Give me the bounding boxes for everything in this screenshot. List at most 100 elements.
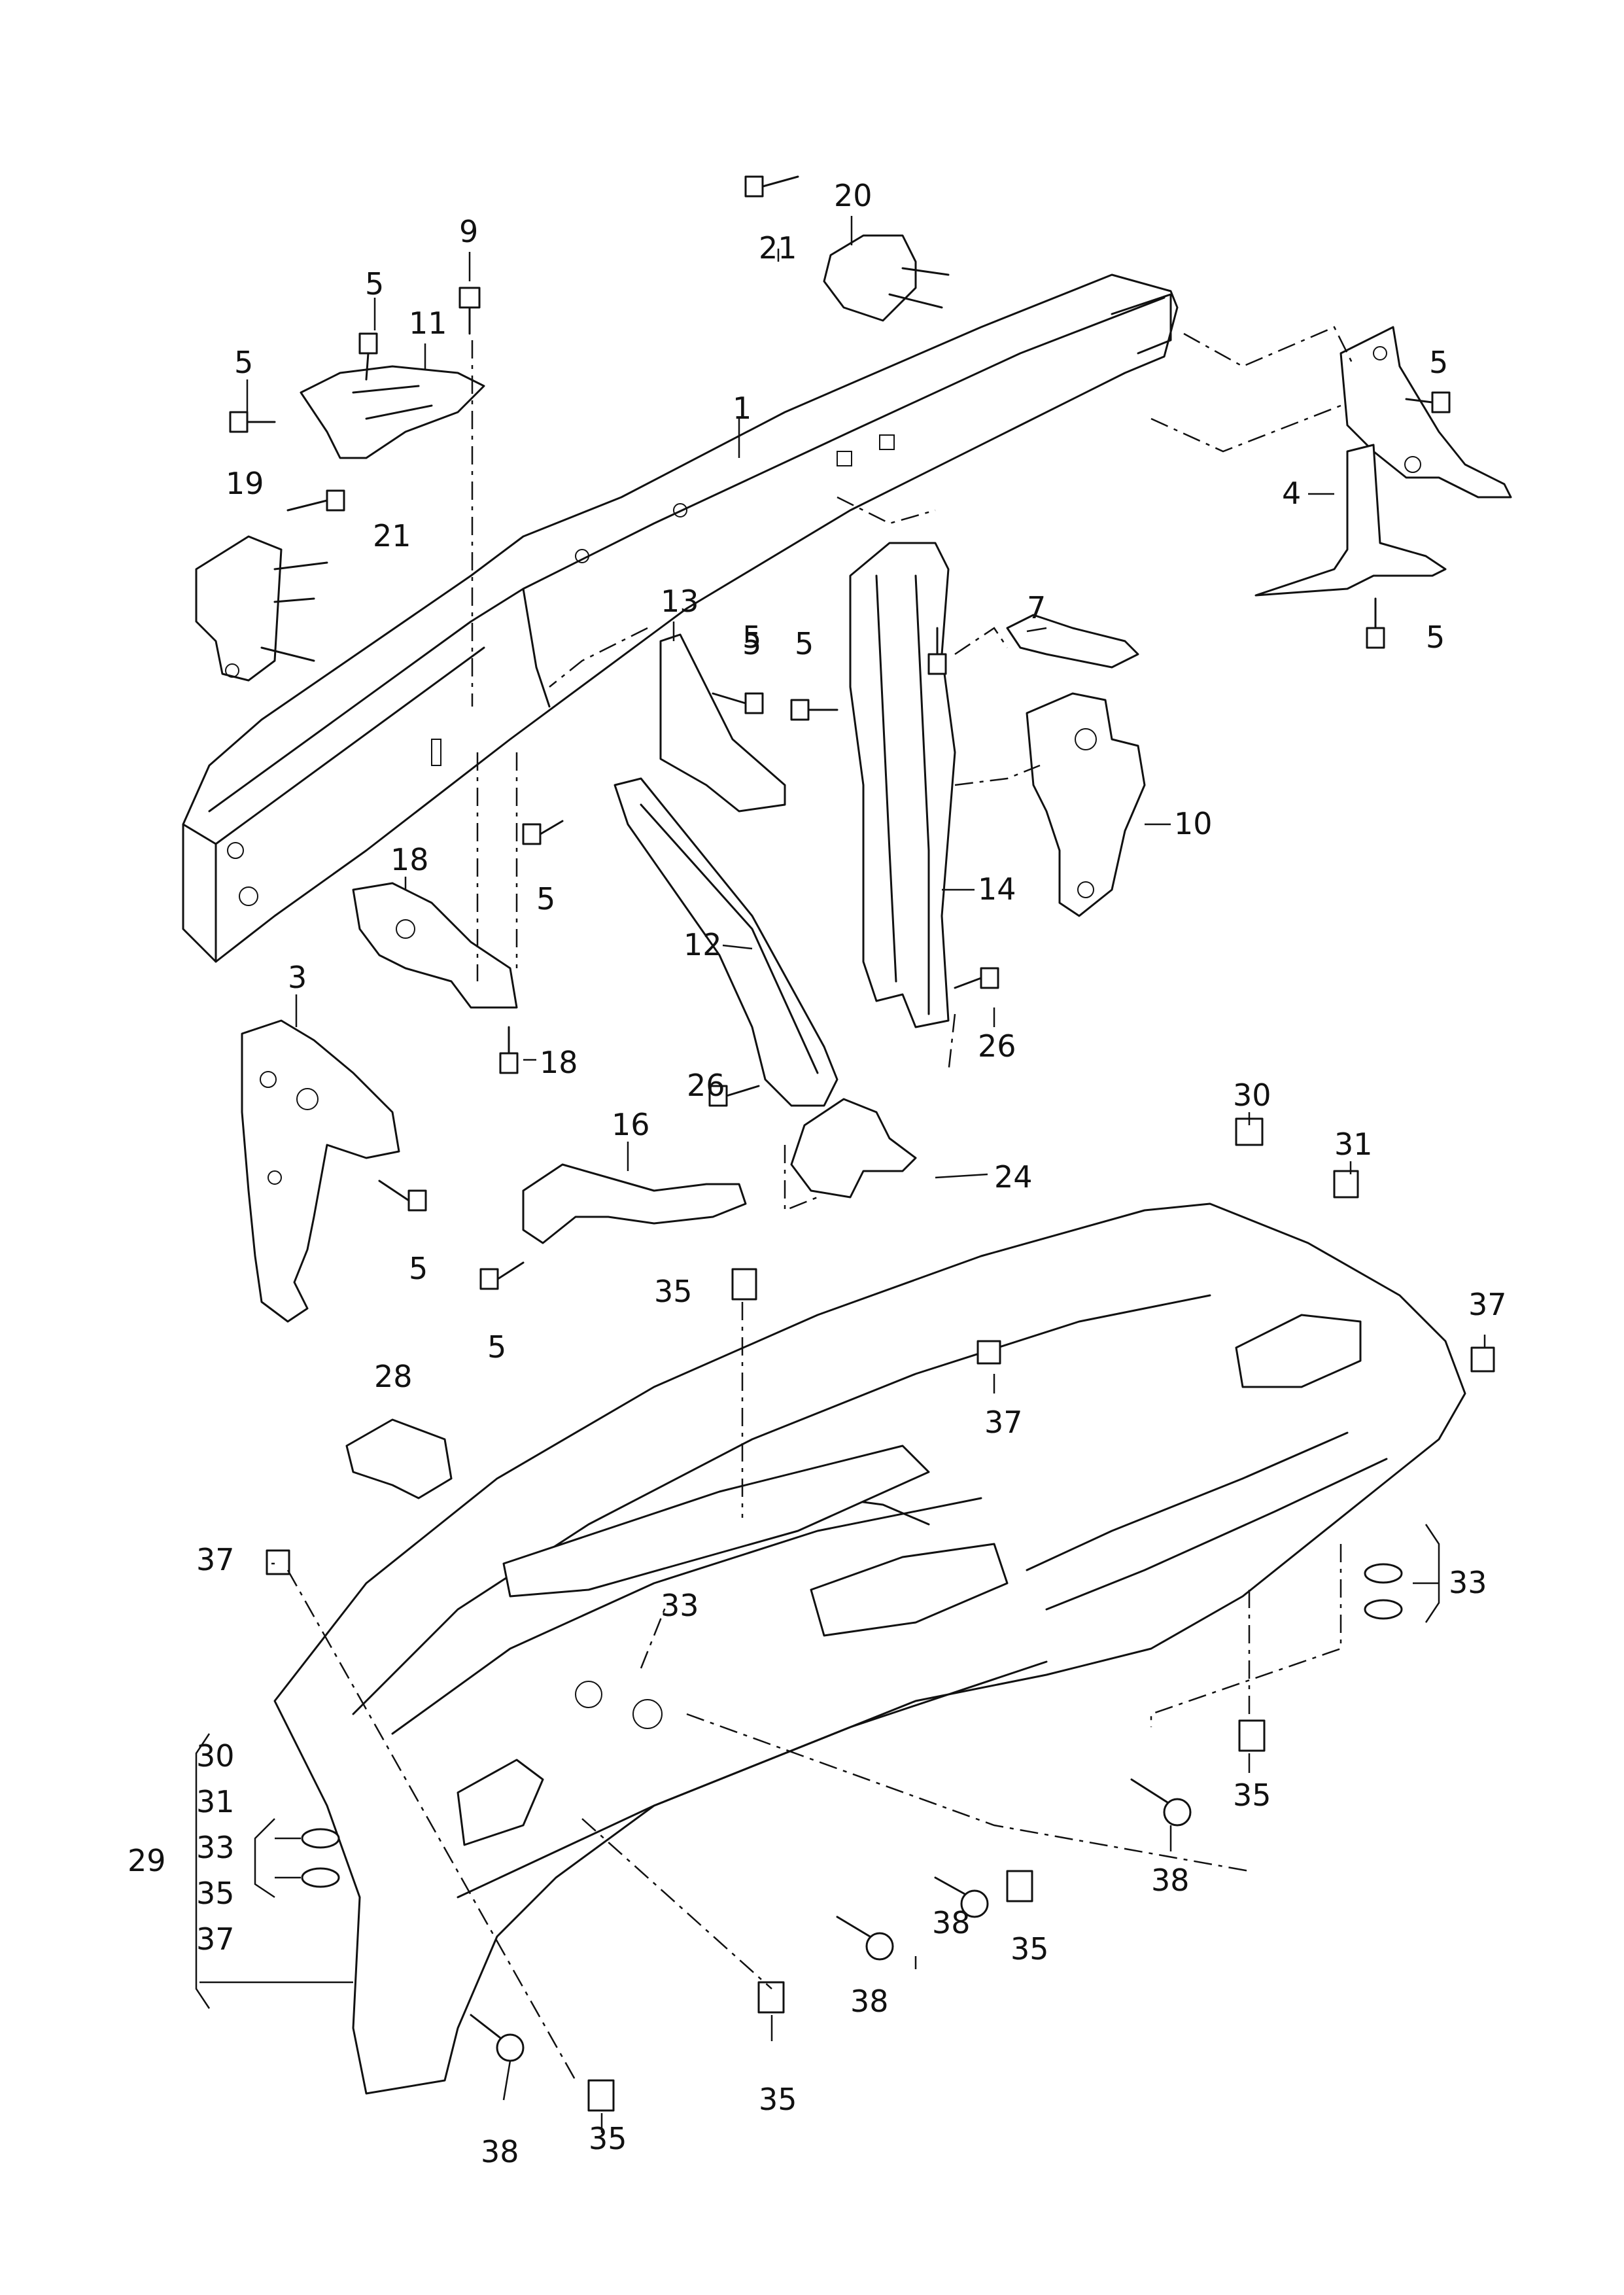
bracket-part-11 <box>300 365 485 459</box>
kit-group-item: 30 <box>196 1738 235 1774</box>
callout-5: 5 <box>795 626 814 661</box>
kit-group-item: 35 <box>196 1876 235 1911</box>
bolt-icon <box>954 967 999 989</box>
bolt-icon <box>479 1261 525 1290</box>
callout-28: 28 <box>374 1359 413 1394</box>
callout-10: 10 <box>1174 806 1213 841</box>
bolt-icon <box>744 175 799 198</box>
dashboard-panel <box>273 1202 1466 2095</box>
kit-group-29: 29 30 31 33 35 37 <box>128 1738 235 1957</box>
clip-icon <box>731 1268 757 1301</box>
callout-5: 5 <box>1426 620 1445 655</box>
bracket-part-18 <box>352 882 518 1009</box>
bolt-icon <box>712 692 764 714</box>
callout-5: 5 <box>742 620 761 655</box>
bolt-icon <box>458 287 481 335</box>
gear-block-part-28 <box>345 1418 453 1499</box>
callout-37: 37 <box>1468 1287 1507 1322</box>
callout-38: 38 <box>932 1905 971 1940</box>
callout-1: 1 <box>733 391 752 426</box>
bolt-icon <box>229 411 276 433</box>
clip-icon <box>1238 1719 1266 1752</box>
callout-3: 3 <box>288 960 307 995</box>
washer-icon <box>1364 1599 1403 1620</box>
callout-30: 30 <box>1233 1077 1271 1113</box>
cross-member-part-1 <box>182 273 1179 963</box>
clip-icon <box>587 2079 615 2112</box>
callout-33: 33 <box>1449 1565 1487 1600</box>
clip-icon <box>266 1549 290 1575</box>
callout-5: 5 <box>742 626 761 661</box>
callout-18: 18 <box>390 842 429 877</box>
callout-35: 35 <box>654 1274 693 1309</box>
clip-icon <box>1470 1346 1495 1373</box>
callout-38: 38 <box>850 1984 889 2019</box>
callout-19: 19 <box>226 466 264 501</box>
callout-13: 13 <box>661 584 699 619</box>
bracket-part-16 <box>522 1163 747 1244</box>
callout-37: 37 <box>196 1542 235 1577</box>
callout-labels: 1 3 4 5 5 5 5 5 5 5 5 5 5 7 9 10 11 12 1… <box>196 178 1507 2169</box>
bolt-icon <box>1366 597 1385 649</box>
kit-group-item: 31 <box>196 1784 235 1819</box>
callout-16: 16 <box>612 1107 650 1142</box>
callout-4: 4 <box>1282 476 1301 511</box>
callout-11: 11 <box>409 306 447 341</box>
bolt-icon <box>708 1085 760 1107</box>
callout-14: 14 <box>978 871 1016 907</box>
callout-31: 31 <box>1334 1127 1373 1162</box>
kit-group-label: 29 <box>128 1843 166 1878</box>
callout-12: 12 <box>683 927 722 962</box>
callout-5: 5 <box>234 345 253 380</box>
callout-9: 9 <box>459 214 478 249</box>
callout-38: 38 <box>1151 1863 1190 1898</box>
bracket-part-7 <box>1006 614 1139 669</box>
callout-26: 26 <box>978 1028 1016 1064</box>
washer-icon <box>301 1828 340 1849</box>
screw-icon <box>934 1876 989 1918</box>
callout-5: 5 <box>409 1251 428 1286</box>
bolt-icon <box>927 627 947 675</box>
callout-5: 5 <box>487 1329 506 1365</box>
bolt-icon <box>499 1026 519 1074</box>
bolt-icon <box>286 489 345 512</box>
bolt-icon <box>1405 391 1451 413</box>
support-part-12 <box>613 777 838 1107</box>
screw-icon <box>836 1916 894 1961</box>
clip-icon <box>757 1981 785 2014</box>
bracket-part-19 <box>195 535 328 682</box>
callout-35: 35 <box>759 2082 797 2117</box>
callout-leaders <box>195 216 1486 2133</box>
callout-35: 35 <box>1011 1931 1049 1967</box>
callout-5: 5 <box>1429 345 1448 380</box>
callout-24: 24 <box>994 1159 1033 1195</box>
bracket-part-10 <box>1026 692 1146 917</box>
callout-35: 35 <box>589 2121 627 2156</box>
callout-5: 5 <box>365 266 384 302</box>
assembly-lines <box>286 326 1355 2081</box>
callout-7: 7 <box>1027 590 1046 625</box>
support-part-13 <box>659 633 786 813</box>
bolt-icon <box>378 1180 427 1212</box>
clip-icon <box>1006 1870 1033 1902</box>
bolt-icon <box>522 820 564 845</box>
screw-icon <box>1130 1778 1192 1827</box>
washer-icon <box>1364 1563 1403 1584</box>
clip-icon <box>976 1340 1001 1365</box>
washer-icon <box>301 1867 340 1888</box>
bolt-icon <box>358 332 378 381</box>
callout-37: 37 <box>984 1405 1023 1440</box>
callout-20: 20 <box>834 178 872 213</box>
callout-38: 38 <box>481 2134 519 2169</box>
callout-18: 18 <box>540 1045 578 1080</box>
bracket-part-24 <box>790 1098 917 1199</box>
kit-group-item: 33 <box>196 1830 235 1865</box>
callout-21: 21 <box>373 518 411 553</box>
bracket-part-3 <box>241 1019 400 1323</box>
bracket-part-20 <box>823 234 950 322</box>
callout-33: 33 <box>661 1588 699 1623</box>
callout-35: 35 <box>1233 1778 1271 1813</box>
callout-21: 21 <box>759 230 797 266</box>
bolt-icon <box>790 699 838 721</box>
